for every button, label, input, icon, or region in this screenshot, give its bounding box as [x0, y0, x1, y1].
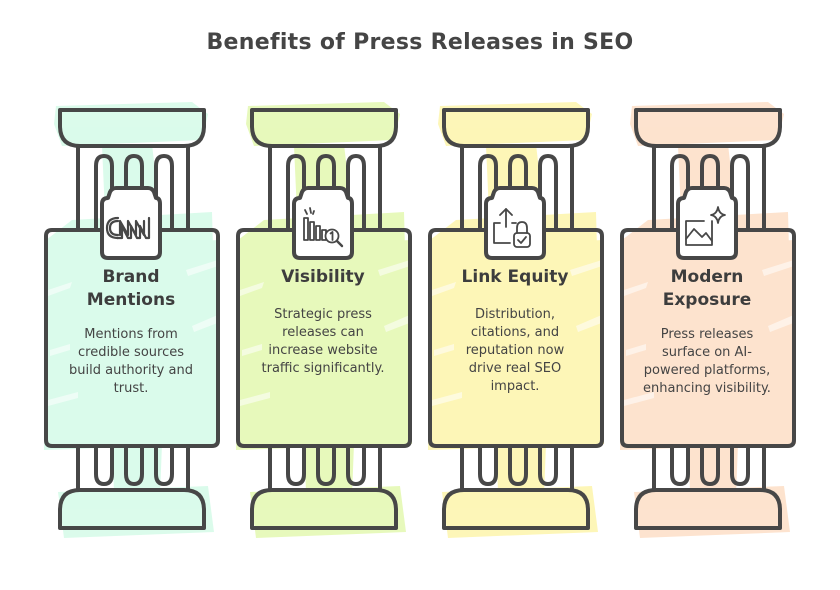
ranking-chart-magnifier-icon — [292, 197, 350, 257]
cnn-logo-icon — [100, 197, 158, 257]
pillar-heading: Link Equity — [461, 267, 569, 287]
pillar-description: Strategic press releases can increase we… — [261, 307, 385, 376]
pillar-description: Mentions from credible sources build aut… — [69, 327, 193, 396]
pillar-heading: Visibility — [281, 267, 365, 287]
diagram-title: Benefits of Press Releases in SEO — [206, 30, 634, 55]
share-lock-icon — [484, 197, 542, 257]
pillar-description: Press releases surface on AI-powered pla… — [643, 327, 771, 396]
pillar-description: Distribution, citations, and reputation … — [465, 307, 565, 394]
image-sparkle-icon — [676, 197, 734, 257]
